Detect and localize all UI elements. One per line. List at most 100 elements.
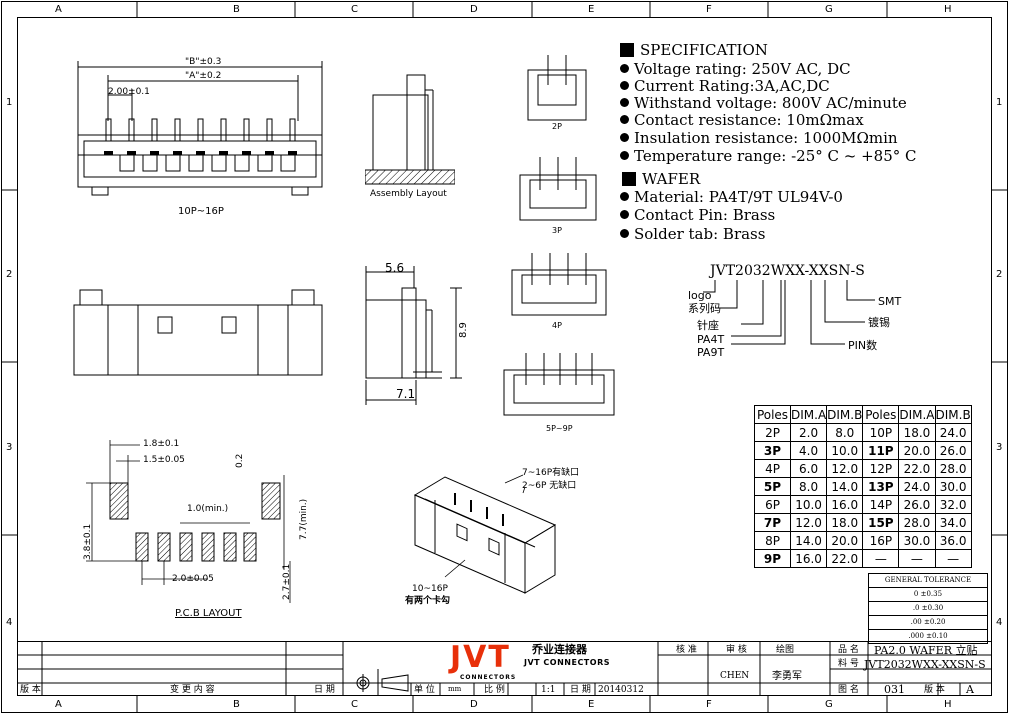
part-code-series: 系列码	[688, 302, 721, 315]
col-label-f-bottom: F	[706, 699, 712, 710]
name-value: PA2.0 WAFER 立贴	[874, 644, 978, 657]
check-label: 核 准	[676, 645, 697, 655]
range-label: 10P~16P	[178, 206, 224, 217]
tolerance-title: GENERAL TOLERANCE	[869, 574, 987, 588]
width-56-label: 5.6	[385, 261, 405, 275]
part-code-leader-lines	[703, 280, 875, 345]
table-cell: —	[934, 549, 972, 568]
row-label-1-right: 1	[996, 97, 1003, 108]
spec-item-temperature: Temperature range: -25° C ~ +85° C	[620, 149, 917, 164]
spec-square-icon	[620, 43, 634, 57]
tolerance-row: .00 ±0.20	[869, 616, 987, 630]
table-header-row: Poles DIM.A DIM.B Poles DIM.A DIM.B	[754, 405, 972, 424]
review-label: 审 核	[726, 645, 747, 655]
table-cell: —	[898, 549, 936, 568]
table-cell: 9P	[754, 549, 791, 568]
table-cell: 12P	[862, 459, 900, 478]
row-label-2-right: 2	[996, 269, 1003, 280]
tolerance-row: .000 ±0.10	[908, 632, 948, 640]
brand-chinese: 乔业连接器	[532, 643, 587, 656]
brand-sub: CONNECTORS	[460, 674, 517, 681]
drawing-label: 图 名	[838, 685, 859, 695]
pcb-02-label: 0.2	[235, 453, 245, 468]
view-3p-label: 3P	[552, 226, 562, 235]
table-cell: 20.0	[826, 531, 864, 550]
view-5p-9p-label: 5P~9P	[546, 424, 573, 433]
spec-item-contact: Contact resistance: 10mΩmax	[620, 113, 864, 128]
row-label-1: 1	[6, 97, 13, 108]
pcb-layout-title: P.C.B LAYOUT	[175, 608, 242, 619]
pcb-10-label: 1.0(min.)	[187, 504, 229, 514]
general-tolerance-box: GENERAL TOLERANCE 0 ±0.35 .0 ±0.30 .00 ±…	[868, 573, 988, 644]
title-block-grid	[18, 641, 992, 696]
clip-range-label: 10~16P	[412, 584, 448, 594]
height-89-label: 8.9	[458, 322, 469, 338]
table-cell: 32.0	[934, 495, 972, 514]
spec-item-voltage: Voltage rating: 250V AC, DC	[620, 62, 851, 77]
pcb-38-label: 3.8±0.1	[83, 523, 93, 560]
bullet-icon	[620, 192, 629, 201]
col-label-c-bottom: C	[351, 699, 358, 710]
table-header-cell: Poles	[754, 405, 791, 424]
part-code: JVT2032WXX-XXSN-S	[710, 263, 865, 279]
bullet-icon	[620, 115, 629, 124]
part-code-logo: logo	[688, 289, 712, 302]
dim-a-label: "A"±0.2	[185, 71, 222, 81]
table-cell: 20.0	[898, 441, 936, 460]
tolerance-row: 0 ±0.35	[869, 588, 987, 602]
draw-label: 绘图	[776, 645, 795, 655]
table-cell: 10P	[862, 423, 900, 442]
table-cell: 4.0	[789, 441, 828, 460]
assembly-layout-drawing	[365, 74, 455, 185]
table-cell: 2P	[754, 423, 791, 442]
row-label-2: 2	[6, 269, 13, 280]
pcb-20-label: 2.0±0.05	[172, 574, 214, 584]
front-view-drawing	[77, 61, 323, 196]
row-label-4: 4	[6, 617, 13, 628]
part-value: JVT2032WXX-XXSN-S	[864, 658, 986, 671]
bullet-icon	[620, 151, 629, 160]
pcb-77-label: 7.7(min.)	[299, 498, 309, 540]
table-cell: 12.0	[826, 459, 864, 478]
table-cell: 2.0	[789, 423, 828, 442]
version-value: A	[966, 683, 974, 696]
col-label-b-bottom: B	[233, 699, 240, 710]
table-cell: 34.0	[934, 513, 972, 532]
brand-english: JVT CONNECTORS	[524, 658, 610, 667]
bullet-icon	[620, 64, 629, 73]
wafer-item-pin: Contact Pin: Brass	[620, 208, 775, 223]
bullet-icon	[620, 210, 629, 219]
col-label-b: B	[233, 4, 240, 15]
table-cell: 28.0	[898, 513, 936, 532]
notch-7-16-label: 7~16P有缺口	[522, 468, 580, 478]
date-label: 日 期	[314, 685, 335, 695]
row-label-3-right: 3	[996, 442, 1003, 453]
table-header-cell: Poles	[862, 405, 900, 424]
table-cell: 28.0	[934, 459, 972, 478]
side-elevation-drawing	[73, 289, 323, 376]
bullet-icon	[620, 98, 629, 107]
table-header-cell: DIM.B	[826, 405, 864, 424]
spec-item-insulation: Insulation resistance: 1000MΩmin	[620, 131, 898, 146]
scale-label: 比 例	[484, 685, 505, 695]
col-label-a-bottom: A	[55, 699, 62, 710]
table-cell: 24.0	[934, 423, 972, 442]
bullet-icon	[620, 133, 629, 142]
table-cell: 13P	[862, 477, 900, 496]
isometric-view-drawing	[413, 474, 557, 594]
table-cell: 16.0	[789, 549, 828, 568]
table-cell: 16P	[862, 531, 900, 550]
rev-label: 版 本	[20, 685, 41, 695]
jvt-logo: JVT	[450, 640, 511, 675]
row-label-3: 3	[6, 442, 13, 453]
table-cell: 26.0	[898, 495, 936, 514]
table-cell: 30.0	[898, 531, 936, 550]
col-label-a: A	[55, 4, 62, 15]
wafer-heading: WAFER	[642, 170, 701, 188]
pcb-27-label: 2.7±0.1	[282, 563, 292, 600]
wafer-item-tab: Solder tab: Brass	[620, 227, 765, 242]
